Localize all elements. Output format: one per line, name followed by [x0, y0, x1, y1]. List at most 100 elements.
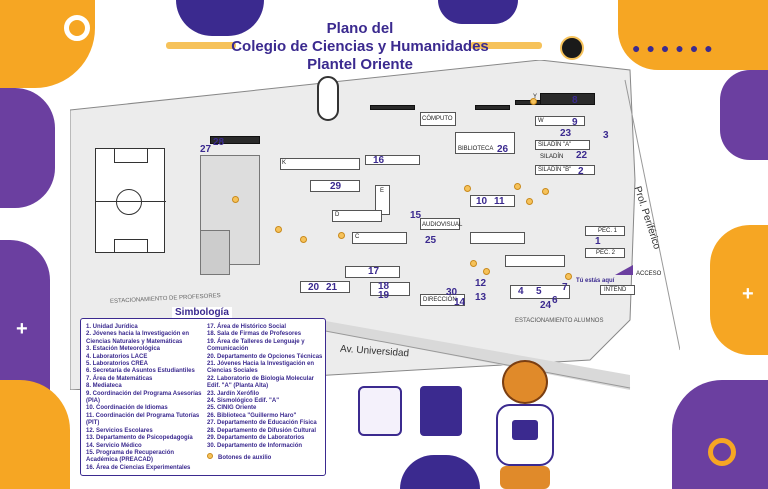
map-number-21: 21: [326, 282, 338, 293]
map-number-5: 5: [536, 286, 542, 297]
label-biblioteca: BIBLIOTECA: [458, 146, 494, 152]
map-number-18: 18: [378, 281, 390, 292]
legend-item: 7. Área de Matemáticas: [86, 375, 153, 382]
building-y: [540, 93, 595, 105]
legend-help-label: Botones de auxilio: [218, 454, 272, 461]
legend-item: 11. Coordinación del Programa Tutorías (…: [86, 412, 200, 427]
help-button-1[interactable]: [232, 196, 239, 203]
map-number-26: 26: [497, 144, 509, 155]
building-16: [365, 155, 420, 165]
help-button-4[interactable]: [338, 232, 345, 239]
building-4-5-6: [510, 285, 570, 299]
bar-shape: [166, 42, 236, 49]
building-w: [535, 116, 585, 126]
legend-item: 2. Jóvenes hacia la Investigación en Cie…: [86, 331, 190, 345]
legend-box: 1. Unidad Jurídica 2. Jóvenes hacia la I…: [80, 318, 326, 476]
legend-item: 29. Departamento de Laboratorios: [207, 435, 305, 442]
label-siladin-b: SILADÍN "B": [538, 167, 572, 173]
map-number-13: 13: [475, 292, 487, 303]
legend-column-2: 17. Área de Histórico Social 18. Sala de…: [207, 324, 325, 462]
map-number-15: 15: [410, 210, 422, 221]
building-strip-1: [370, 105, 415, 110]
building-k: [280, 158, 360, 170]
legend-item: 18. Sala de Firmas de Profesores: [207, 331, 302, 338]
map-number-3: 3: [603, 130, 609, 141]
bar-shape-right: [470, 42, 542, 49]
help-button-7[interactable]: [526, 198, 533, 205]
label-bdg-w: W: [538, 118, 544, 124]
label-siladin: SILADÍN: [540, 154, 564, 160]
help-button-9[interactable]: [470, 260, 477, 267]
building-pec1: [585, 226, 625, 236]
map-number-16: 16: [373, 155, 385, 166]
help-button-6[interactable]: [514, 183, 521, 190]
plus-icon-right: +: [742, 283, 754, 305]
help-button-11[interactable]: [565, 273, 572, 280]
plus-icon: +: [16, 318, 28, 340]
building-g: [505, 255, 565, 267]
title-line-3: Plantel Oriente: [307, 56, 413, 73]
legend-item: 12. Servicios Escolares: [86, 427, 153, 434]
corner-shape-right-purple: [720, 70, 768, 160]
map-number-4: 4: [518, 286, 524, 297]
help-button-10[interactable]: [483, 268, 490, 275]
legend-item: 20. Departamento de Opciones Técnicas: [207, 353, 323, 360]
map-number-6: 6: [552, 295, 558, 306]
help-button-icon: [207, 452, 213, 459]
help-button-12[interactable]: [530, 98, 537, 105]
building-pec2: [585, 248, 625, 258]
legend-item: 21. Jóvenes Hacia la Investigación en Ci…: [207, 361, 315, 375]
legend-item: 10. Coordinación de Idiomas: [86, 405, 168, 412]
you-are-here-marker: [615, 265, 633, 275]
building-computo: [420, 112, 456, 126]
running-track: [317, 76, 339, 121]
label-acceso: ACCESO: [636, 271, 662, 277]
help-button-2[interactable]: [275, 226, 282, 233]
soccer-field: [95, 148, 166, 253]
label-bdg-e: E: [380, 188, 385, 194]
legend-item: 3. Estación Meteorológica: [86, 346, 161, 353]
map-number-30: 30: [446, 287, 458, 298]
building-biblioteca: [455, 132, 515, 154]
unam-seal-icon: [358, 386, 402, 436]
building-20-21: [300, 281, 350, 293]
building-e: [375, 185, 390, 215]
legend-item: 13. Departamento de Psicopedagogía: [86, 435, 193, 442]
map-number-2: 2: [578, 166, 584, 177]
legend-item: 24. Sismológico Edif. "A": [207, 398, 280, 405]
label-estac-alumnos: ESTACIONAMIENTO ALUMNOS: [515, 318, 604, 324]
help-button-8[interactable]: [542, 188, 549, 195]
label-computo: CÓMPUTO: [422, 116, 453, 122]
building-28: [210, 136, 260, 144]
map-number-8: 8: [572, 95, 578, 106]
legend-item: 5. Laboratorios CREA: [86, 361, 149, 368]
label-audiovisual: AUDIOVISUAL: [422, 222, 463, 228]
label-intendencia: INTEND: [604, 287, 627, 293]
building-10-11: [470, 195, 515, 207]
legend-item: 22. Laboratorio de Biología Molecular Ed…: [207, 375, 315, 390]
building-strip-2: [475, 105, 510, 110]
legend-item: 23. Jardín Xerófilo: [207, 390, 260, 397]
map-number-29: 29: [330, 181, 342, 192]
legend-item: 17. Área de Histórico Social: [207, 324, 287, 330]
title-line-2: Colegio de Ciencias y Humanidades: [231, 38, 489, 55]
map-number-12: 12: [475, 278, 487, 289]
label-bdg-k: K: [282, 160, 287, 166]
map-number-19: 19: [378, 290, 390, 301]
label-you-are-here: Tú estás aquí: [576, 278, 615, 284]
legend-item: 26. Biblioteca "Guillermo Haro": [207, 412, 297, 419]
courts-lower: [200, 230, 230, 275]
help-button-5[interactable]: [464, 185, 471, 192]
building-siladin-a: [535, 140, 590, 150]
building-18-19: [370, 282, 410, 296]
ring-icon: [64, 15, 90, 41]
legend-help-row: Botones de auxilio: [207, 452, 325, 462]
map-number-27: 27: [200, 144, 212, 155]
help-button-3[interactable]: [300, 236, 307, 243]
label-siladin-a: SILADÍN "A": [538, 142, 572, 148]
label-bdg-c: C: [355, 234, 360, 240]
label-pec1: PEC. 1: [598, 228, 618, 234]
label-direccion: DIRECCIÓN: [423, 297, 457, 303]
legend-title: Simbología: [172, 307, 232, 318]
building-siladin-b: [535, 165, 595, 175]
